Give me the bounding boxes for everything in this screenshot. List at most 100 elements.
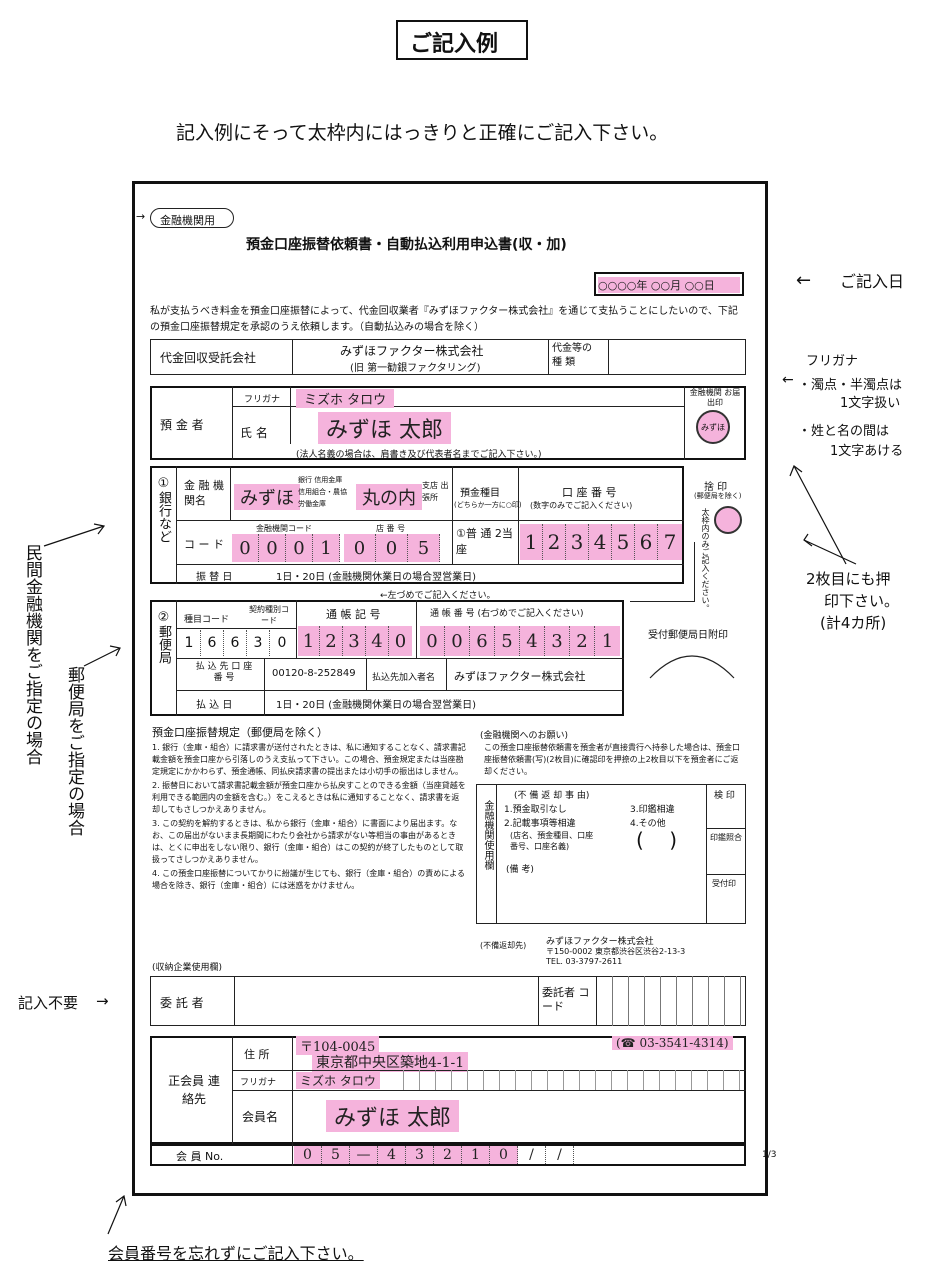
post-section-label: ②郵便局 xyxy=(156,610,171,664)
type-code-label: 種目コード xyxy=(184,615,230,625)
member-no-char: 1 xyxy=(462,1146,490,1164)
passbook-code-cells[interactable]: 1 2 3 4 0 xyxy=(298,626,412,656)
account-no-digit: 1 xyxy=(520,524,543,560)
member-row2-line xyxy=(232,1090,746,1091)
bank-code-cells[interactable]: 0 0 0 1 xyxy=(232,534,340,562)
member-no-char: 4 xyxy=(378,1146,406,1164)
passbook-code-digit: 0 xyxy=(394,630,407,652)
furigana-note-4: 1文字あける xyxy=(830,444,904,459)
furigana-note-title: フリガナ xyxy=(806,354,859,369)
post-row2-line xyxy=(176,658,624,659)
bank-code-label: 金融機関コード xyxy=(256,524,312,533)
fee-label: 代金等の 種 類 xyxy=(552,343,592,368)
seal-note-2: 印下さい。 xyxy=(824,592,900,610)
branch-value[interactable]: 丸の内 xyxy=(356,484,422,510)
acct-type-div xyxy=(452,466,453,564)
bank-name-value[interactable]: みずほ xyxy=(234,484,300,510)
seal-div xyxy=(684,386,685,460)
form-tag-label: 金融機関用 xyxy=(160,214,215,227)
agency-div3 xyxy=(608,339,609,375)
passbook-code-label: 通 帳 記 号 xyxy=(326,608,381,621)
rule-item: 1. 銀行（金庫・組合）に請求書が送付されたときは、私に通知することなく、請求書… xyxy=(152,743,466,776)
seal-header: 金融機関 お届出印 xyxy=(689,388,741,407)
date-value[interactable]: ○○○○年 ○○月 ○○日 xyxy=(598,277,740,293)
member-no-box xyxy=(150,1144,746,1166)
consignor-code-cells[interactable] xyxy=(596,976,746,1026)
furigana-note-2: 1文字扱い xyxy=(840,396,901,411)
post-div-passbook xyxy=(416,600,417,658)
seal2-label: 捨 印 xyxy=(704,482,728,493)
furigana-label: フリガナ xyxy=(244,395,281,405)
member-furigana-value[interactable]: ミズホ タロウ xyxy=(296,1072,380,1089)
rules-list: 1. 銀行（金庫・組合）に請求書が送付されたときは、私に通知することなく、請求書… xyxy=(152,742,466,892)
address-value[interactable]: 東京都中央区築地4-1-1 xyxy=(312,1052,469,1072)
passbook-no-cells[interactable]: 0 0 6 5 4 3 2 1 xyxy=(420,626,620,656)
passbook-no-digit: 5 xyxy=(495,626,520,656)
page-title: ご記入例 xyxy=(410,32,499,57)
type-code-digit: 6 xyxy=(201,630,224,656)
agency-name: みずほファクター株式会社 xyxy=(340,344,484,358)
request-text: この預金口座振替依頼書を預金者が直接貴行へ持参した場合は、預金口座振替依頼書(写… xyxy=(484,743,740,776)
member-name-value[interactable]: みずほ 太郎 xyxy=(326,1100,459,1132)
agency-row xyxy=(150,339,746,375)
bank-name-label: 金 融 機関名 xyxy=(184,479,224,507)
depositor-div xyxy=(232,386,233,460)
account-no-digit: 2 xyxy=(543,524,566,560)
bank-use-div2 xyxy=(706,784,707,924)
return-addr-label: (不備返却先) xyxy=(480,941,527,950)
seal-note-1: 2枚目にも押 xyxy=(806,570,891,588)
member-furigana-label: フリガナ xyxy=(240,1078,277,1088)
not-required-note: 記入不要 xyxy=(18,994,79,1012)
seal2-sub: (郵便局を除く) xyxy=(694,492,742,500)
corporate-note: (法人名義の場合は、肩書き及び代表者名までご記入下さい。) xyxy=(296,450,542,460)
page-title-box xyxy=(396,20,528,60)
agency-div2 xyxy=(548,339,549,375)
passbook-no-digit: 0 xyxy=(445,626,470,656)
account-no-cells[interactable]: 1 2 3 4 5 6 7 xyxy=(520,524,682,560)
date-note-arrow: ← xyxy=(796,270,812,291)
bank-code-digit: 0 xyxy=(286,534,313,562)
account-no-digit: 4 xyxy=(589,524,612,560)
member-no-cells[interactable]: 0 5 — 4 3 2 1 0 / / xyxy=(294,1146,574,1164)
payee-account-label: 払 込 先 口 座 番 号 xyxy=(195,662,253,683)
return-reason-2: 2.記載事項等相違 xyxy=(504,819,576,829)
stamp-label-receipt: 受付印 xyxy=(712,879,736,888)
zip-value[interactable]: 〒104-0045 xyxy=(296,1036,380,1055)
other-paren: ( ) xyxy=(636,828,678,852)
passbook-no-digit: 6 xyxy=(470,626,495,656)
name-value[interactable]: みずほ 太郎 xyxy=(318,412,451,444)
seal2-stamp[interactable] xyxy=(714,506,742,534)
consignor-code-label: 委託者 コード xyxy=(542,986,590,1013)
return-company: みずほファクター株式会社 xyxy=(546,937,654,947)
branch-code-cells[interactable]: 0 0 5 xyxy=(344,534,440,562)
member-furigana-cells xyxy=(388,1070,746,1090)
branch-code-digit: 0 xyxy=(344,534,376,562)
account-no-digit: 6 xyxy=(635,524,658,560)
page-mark: 1/3 xyxy=(762,1150,777,1160)
bank-section xyxy=(150,466,684,584)
tel-value[interactable]: (☎ 03-3541-4314) xyxy=(612,1036,733,1050)
branch-code-digit: 0 xyxy=(376,534,408,562)
account-types[interactable]: ①普 通 2当 座 xyxy=(456,527,513,556)
seal-note-3: (計4カ所) xyxy=(820,614,887,632)
member-no-label: 会 員 No. xyxy=(176,1150,224,1163)
date-note: ご記入日 xyxy=(840,272,905,291)
stamp-label-check: 検 印 xyxy=(714,791,735,801)
type-code-cells[interactable]: 1 6 6 3 0 xyxy=(178,630,294,656)
left-fill-note: ←左づめでご記入ください。 xyxy=(380,591,496,601)
rule-item: 2. 振替日において請求書記載金額が預金口座から払戻すことのできる金額（当座貸越… xyxy=(152,781,466,814)
seal-stamp[interactable]: みずほ xyxy=(696,410,730,444)
code-label: コ ー ド xyxy=(184,538,224,551)
furigana-value[interactable]: ミズホ タロウ xyxy=(296,389,395,408)
depositor-label: 預 金 者 xyxy=(160,418,204,432)
remarks-label: (備 考) xyxy=(506,865,534,875)
stamp-line-2 xyxy=(706,874,746,875)
member-note: 会員番号を忘れずにご記入下さい。 xyxy=(108,1244,364,1263)
account-type-sub: (どちらか一方に○印) xyxy=(454,501,522,509)
company-use-label: (収納企業使用欄) xyxy=(152,963,223,973)
agency-former: (旧 第一勧銀ファクタリング) xyxy=(350,363,481,374)
account-type-label: 預金種目 xyxy=(460,488,500,499)
form-title: 預金口座振替依頼書・自動払込利用申込書(収・加) xyxy=(246,237,567,253)
passbook-no-label: 通 帳 番 号 (右づめでご記入ください) xyxy=(430,609,584,619)
passbook-no-digit: 2 xyxy=(570,626,595,656)
